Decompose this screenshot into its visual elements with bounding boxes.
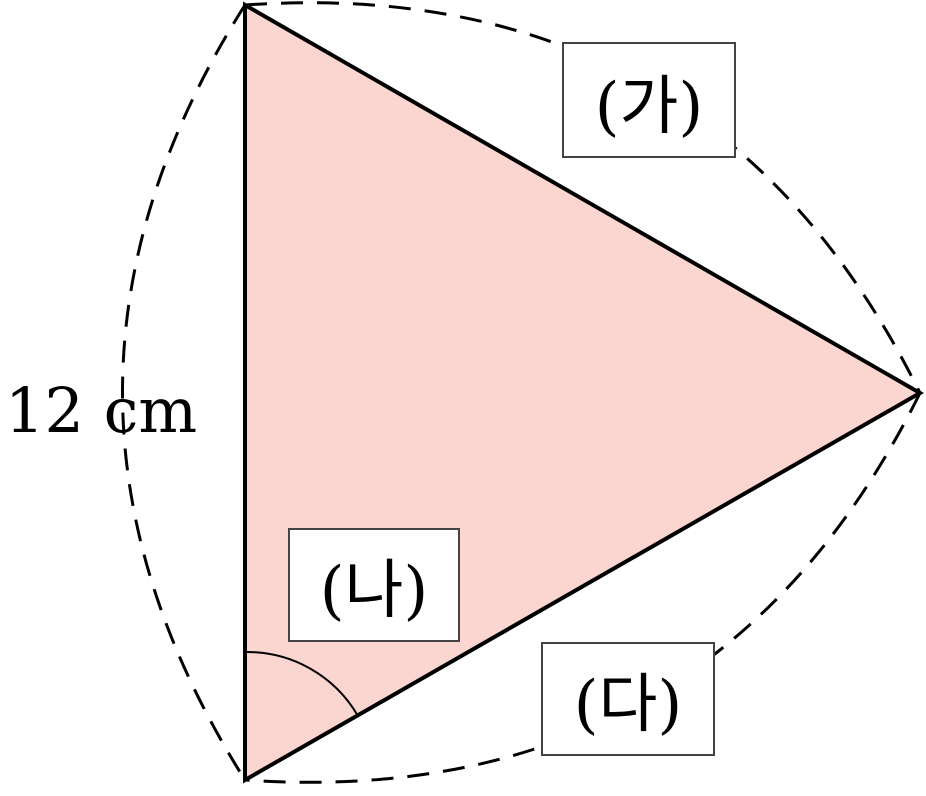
label-na-box [288,528,460,642]
label-ga: (가) [595,70,704,144]
side-length-label: 12 cm [5,374,197,447]
label-da-box [541,642,715,756]
label-da: (다) [574,668,683,742]
left-dashed-arc [121,4,247,781]
label-ga-box [562,42,736,158]
angle-mark [244,650,359,717]
label-na: (나) [320,554,429,628]
